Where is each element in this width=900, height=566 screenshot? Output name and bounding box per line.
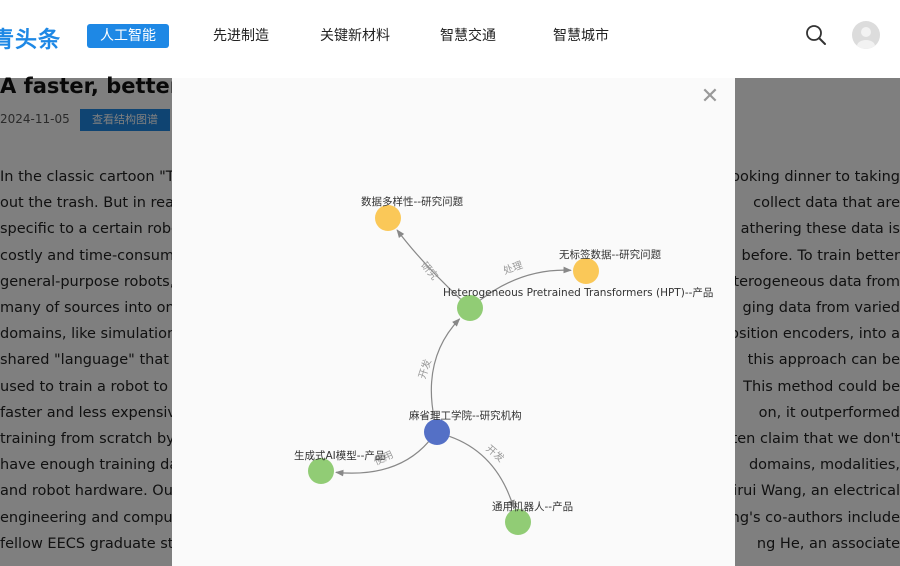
- graph-edge-label: 开发: [415, 357, 434, 380]
- avatar[interactable]: [852, 21, 880, 49]
- graph-node-hpt[interactable]: Heterogeneous Pretrained Transformers (H…: [443, 286, 713, 321]
- site-logo[interactable]: 青头条: [0, 28, 62, 53]
- graph-edge: [335, 441, 429, 477]
- graph-node-circle[interactable]: [375, 205, 401, 231]
- graph-edge: [396, 229, 461, 300]
- top-header: 青头条 人工智能 先进制造 关键新材料 智慧交通 智慧城市: [0, 0, 900, 72]
- graph-edge: [479, 266, 572, 301]
- graph-edge-label: 处理: [502, 259, 525, 277]
- graph-node-circle[interactable]: [505, 509, 531, 535]
- graph-node-label: 通用机器人--产品: [492, 500, 573, 513]
- graph-node-mit[interactable]: 麻省理工学院--研究机构: [409, 409, 522, 445]
- search-icon[interactable]: [805, 24, 827, 46]
- knowledge-graph: 开发研究处理使用开发 麻省理工学院--研究机构Heterogeneous Pre…: [294, 195, 713, 535]
- graph-node-label: 生成式AI模型--产品: [294, 449, 385, 462]
- graph-node-robot[interactable]: 通用机器人--产品: [492, 500, 573, 535]
- graph-node-circle[interactable]: [308, 458, 334, 484]
- graph-node-label: 无标签数据--研究问题: [559, 248, 662, 261]
- nav-item-smart-city[interactable]: 智慧城市: [553, 28, 609, 44]
- graph-node-unlabeled[interactable]: 无标签数据--研究问题: [559, 248, 662, 284]
- graph-node-genai[interactable]: 生成式AI模型--产品: [294, 449, 385, 484]
- graph-node-diversity[interactable]: 数据多样性--研究问题: [361, 195, 464, 231]
- nav-item-smart-transport[interactable]: 智慧交通: [440, 28, 496, 44]
- graph-node-label: Heterogeneous Pretrained Transformers (H…: [443, 286, 713, 299]
- graph-edge: [449, 435, 515, 509]
- graph-node-circle[interactable]: [424, 419, 450, 445]
- graph-edge-label: 研究: [418, 259, 441, 283]
- close-icon[interactable]: ✕: [700, 84, 720, 109]
- nav-item-ai[interactable]: 人工智能: [87, 24, 169, 48]
- nav-item-new-materials[interactable]: 关键新材料: [320, 28, 390, 44]
- graph-node-label: 麻省理工学院--研究机构: [409, 409, 522, 422]
- graph-node-circle[interactable]: [573, 258, 599, 284]
- graph-edge: [430, 318, 461, 420]
- graph-node-label: 数据多样性--研究问题: [361, 195, 464, 208]
- nav-item-advanced-manufacturing[interactable]: 先进制造: [213, 28, 269, 44]
- graph-edge-label: 开发: [483, 442, 507, 465]
- graph-node-circle[interactable]: [457, 295, 483, 321]
- user-icon: [857, 27, 875, 49]
